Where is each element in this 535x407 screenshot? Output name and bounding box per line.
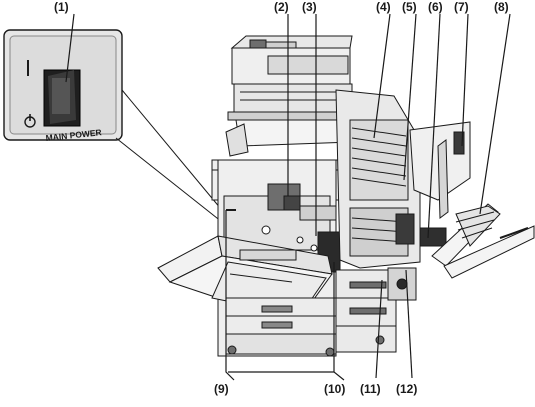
callout-3: (3) (302, 0, 317, 14)
callout-8: (8) (494, 0, 509, 14)
callout-1: (1) (54, 0, 69, 14)
power-symbol-icon (24, 114, 36, 128)
callout-9: (9) (214, 382, 229, 396)
callout-12: (12) (396, 382, 418, 396)
main-power-switch-rocker (43, 69, 81, 127)
callout-2: (2) (274, 0, 289, 14)
callout-6: (6) (428, 0, 443, 14)
callout-7: (7) (454, 0, 469, 14)
callout-4: (4) (376, 0, 391, 14)
callout-10: (10) (324, 382, 346, 396)
side-cover-open (335, 89, 447, 269)
callout-11: (11) (360, 382, 381, 396)
operation-panel (225, 115, 357, 157)
document-feeder (230, 35, 353, 113)
right-door (409, 121, 471, 219)
callout-5: (5) (402, 0, 417, 14)
bypass-tray (431, 203, 535, 279)
callout-leaders (65, 13, 511, 381)
main-power-switch-inset: MAIN POWER (3, 29, 227, 223)
